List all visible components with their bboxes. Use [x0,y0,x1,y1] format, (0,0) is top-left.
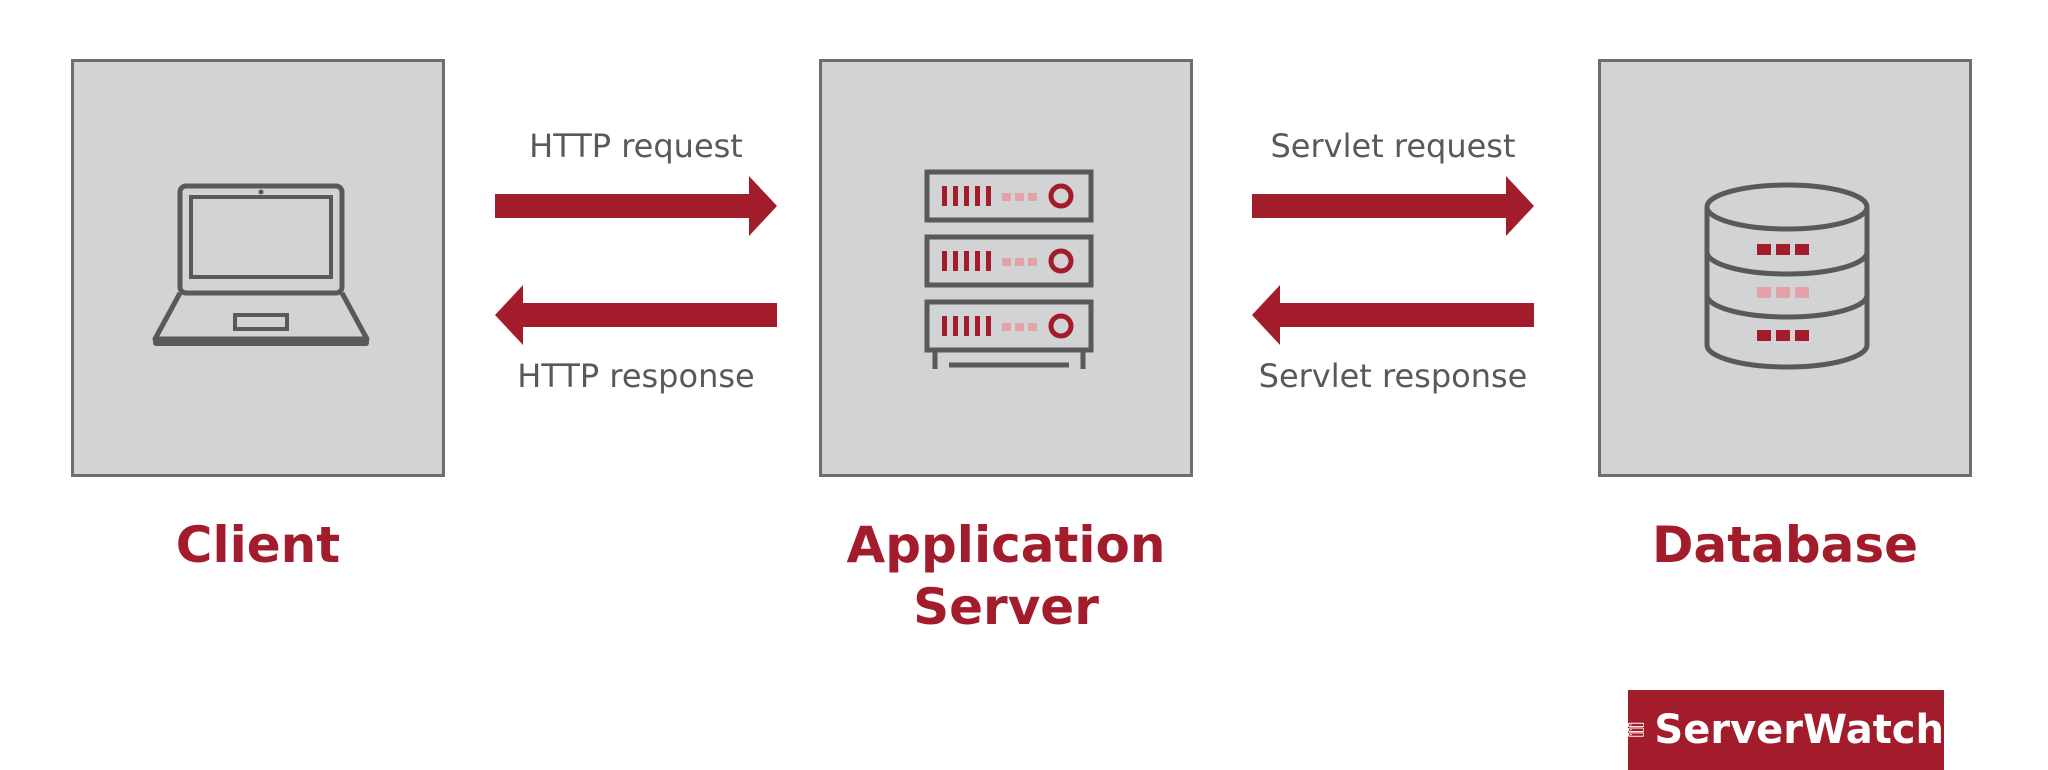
http-request-arrow [495,176,777,236]
database-box [1598,59,1972,477]
laptop-icon [152,183,370,346]
http-request-label: HTTP request [529,127,743,165]
application-server-label: Application Server [756,514,1256,638]
application-server-box [819,59,1193,477]
servlet-request-label: Servlet request [1270,127,1516,165]
http-response-label: HTTP response [517,357,755,395]
servlet-request-arrow [1252,176,1534,236]
brand-name: ServerWatch [1654,707,1944,753]
client-box [71,59,445,477]
server-rack-icon [924,169,1094,369]
application-server-label-line1: Application [846,516,1166,574]
http-response-arrow [495,285,777,345]
servlet-response-label: Servlet response [1258,357,1528,395]
server-stack-icon [1628,722,1645,737]
database-icon [1704,182,1870,370]
application-server-label-line2: Server [913,578,1099,636]
serverwatch-logo: ServerWatch [1628,690,1944,770]
database-label: Database [1651,516,1919,574]
client-label: Client [175,516,341,574]
servlet-response-arrow [1252,285,1534,345]
